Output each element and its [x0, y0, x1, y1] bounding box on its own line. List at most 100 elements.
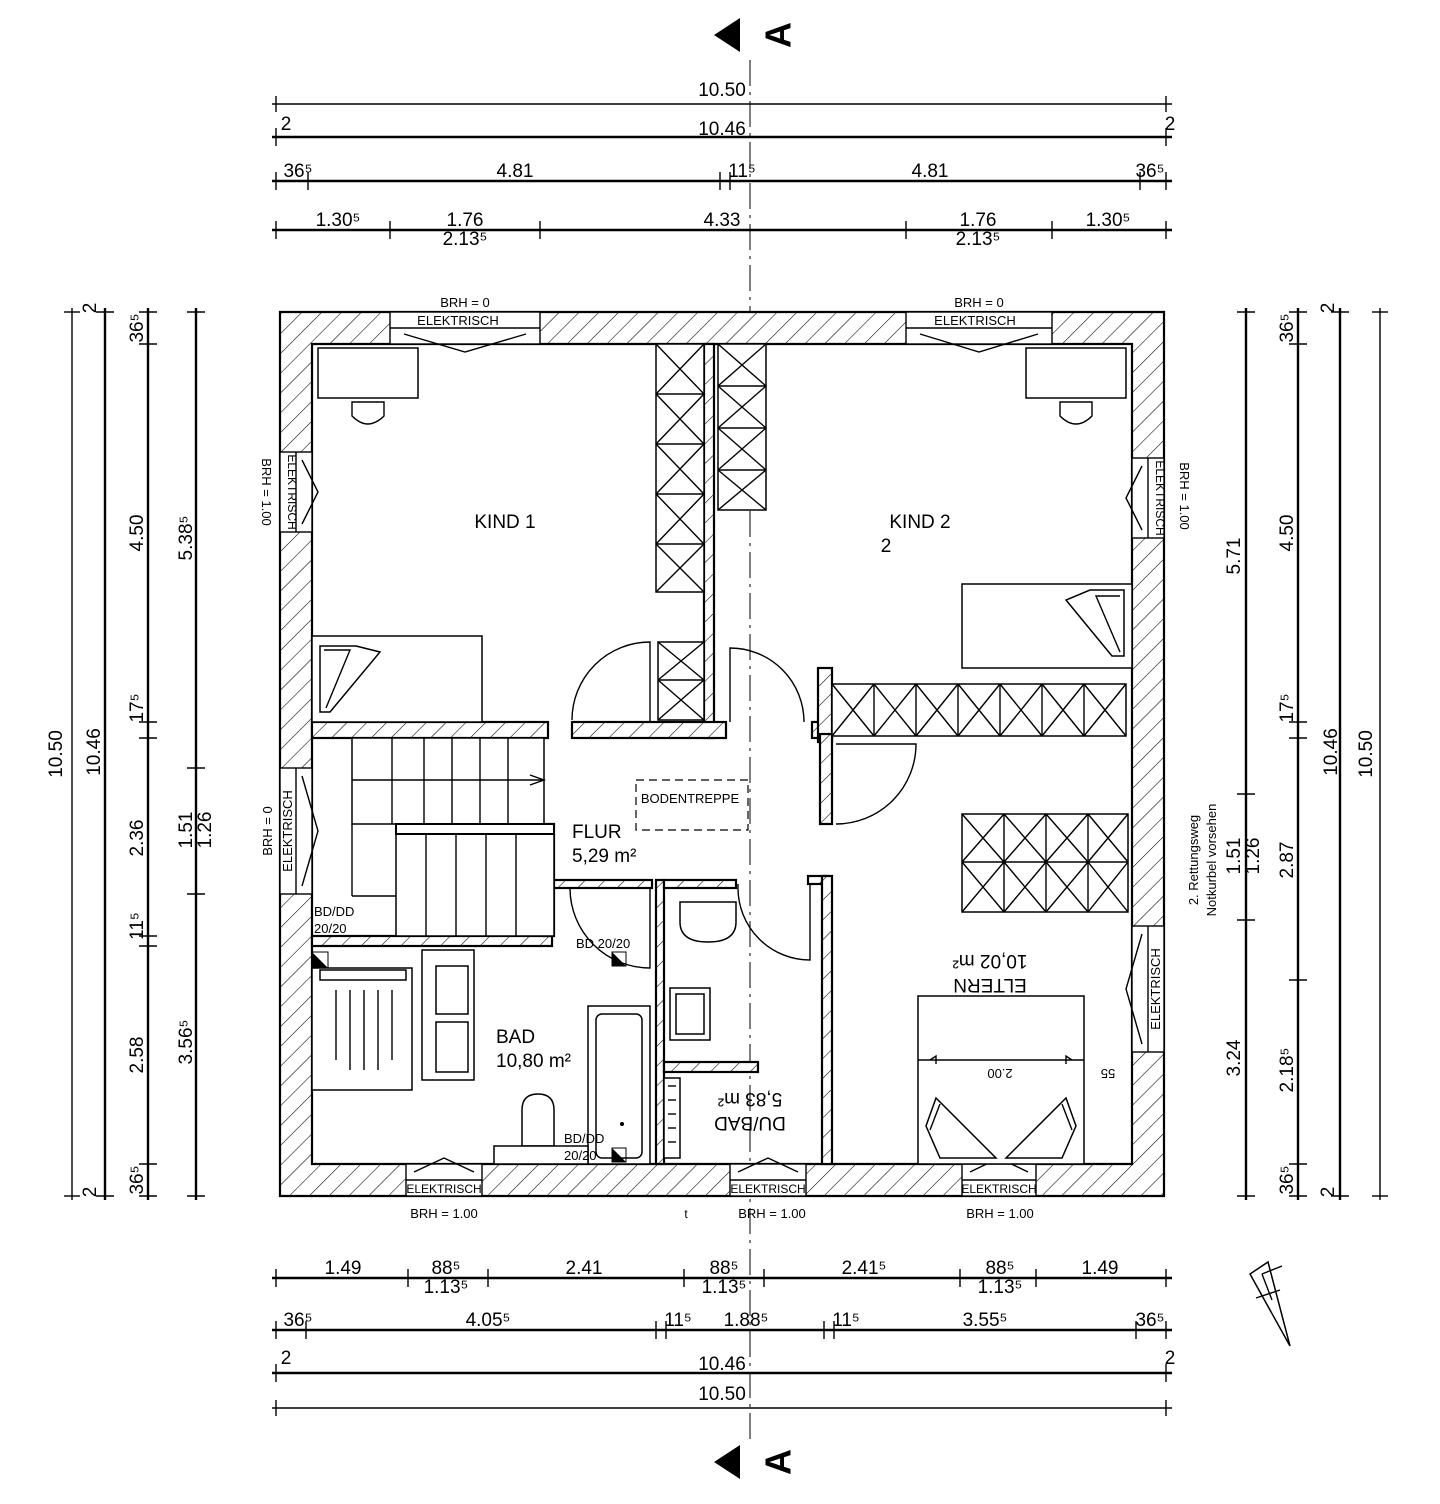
dimensions-top: 10.50 2 2 10.46 36⁵ 4.81 11⁵ 4.81 36⁵ 1.…	[272, 80, 1175, 250]
dim-label: 1.51	[1224, 838, 1245, 875]
dim-label: 1.13⁵	[424, 1277, 469, 1298]
window-type-label: ELEKTRISCH	[417, 313, 499, 328]
room-area: 5,83 m²	[718, 1088, 782, 1109]
dim-label: 4.81	[497, 161, 534, 182]
window-type-label: ELEKTRISCH	[730, 1182, 805, 1196]
room-area: 10,80 m²	[496, 1051, 571, 1072]
dim-label: 1.76	[960, 210, 997, 231]
dim-label: 2	[1318, 1187, 1339, 1198]
section-label: A	[758, 1449, 799, 1475]
door-kind-1[interactable]	[571, 641, 651, 722]
staircase	[351, 737, 555, 937]
dim-label: 17⁵	[1277, 693, 1298, 722]
dimensions-right: 5.71 1.51 1.26 3.24 36⁵ 4.50 17⁵ 2.87 2.…	[1224, 303, 1388, 1200]
section-label: A	[758, 22, 799, 48]
window-brh-label: BRH = 1.00	[966, 1206, 1034, 1221]
chair	[351, 401, 385, 425]
window-type-label: ELEKTRISCH	[934, 313, 1016, 328]
dim-label: 2	[281, 1348, 292, 1369]
dim-label: 2	[281, 114, 292, 135]
dim-label: 36⁵	[283, 161, 312, 182]
duct-size: 20/20	[564, 1148, 597, 1163]
dim-label: 2	[80, 303, 101, 314]
dim-label: 88⁵	[709, 1258, 738, 1279]
dim-label: 10.50	[698, 1384, 746, 1405]
section-marker-top: A	[714, 18, 799, 52]
bed-width-label: 2.00	[987, 1066, 1012, 1081]
dim-label: 1.51	[176, 812, 197, 849]
dim-label: 2.41	[566, 1258, 603, 1279]
dim-label: 2	[1318, 303, 1339, 314]
dim-label: 2	[80, 1187, 101, 1198]
window-right-upper: BRH = 1.00 ELEKTRISCH	[1125, 457, 1192, 539]
door-bad[interactable]	[569, 887, 651, 969]
escape-route-note: 2. Rettungsweg Notkurbel vorsehen	[1186, 804, 1219, 917]
dim-label: 1.30⁵	[316, 210, 361, 231]
north-arrow-icon	[1249, 1260, 1291, 1347]
dim-label: 10.50	[1356, 730, 1377, 778]
dim-label: 1.26	[1243, 838, 1264, 875]
dimensions-bottom: 1.49 88⁵ 1.13⁵ 2.41 88⁵ 1.13⁵ 2.41⁵ 88⁵ …	[272, 1258, 1175, 1416]
dim-label: 88⁵	[985, 1258, 1014, 1279]
window-brh-label: BRH = 1.00	[1177, 462, 1192, 530]
dim-label: 88⁵	[431, 1258, 460, 1279]
window-brh-label: BRH = 0	[954, 295, 1004, 310]
door-dubad[interactable]	[737, 884, 811, 961]
wardrobe-kind-1	[655, 343, 705, 721]
room-eltern: 10,02 m² ELTERN 2.00 55	[917, 813, 1129, 1165]
window-left-upper: BRH = 1.00 ELEKTRISCH	[259, 451, 319, 533]
dim-label: 5.38⁵	[176, 516, 197, 561]
wardrobe-kind-2	[717, 343, 767, 511]
dim-label: 2.87	[1277, 842, 1298, 879]
chair	[1059, 401, 1093, 425]
dim-label: 2	[1165, 1348, 1176, 1369]
dim-label: 10.46	[1321, 728, 1342, 776]
dim-label: 1.13⁵	[978, 1277, 1023, 1298]
section-marker-bottom: A	[714, 1445, 799, 1479]
duct-label: BD/DD	[314, 904, 354, 919]
room-bad: BD/DD 20/20 BD 20/20 BAD 10,80 m² BD/DD …	[311, 904, 651, 1165]
room-flur: BODENTREPPE FLUR 5,29 m²	[572, 779, 749, 867]
toilet	[679, 901, 737, 943]
window-left-lower: BRH = 0 ELEKTRISCH	[260, 767, 319, 895]
dim-label: 4.50	[127, 515, 148, 552]
window-brh-label: BRH = 1.00	[738, 1206, 806, 1221]
attic-ladder-label: BODENTREPPE	[641, 791, 740, 806]
window-bottom-left: ELEKTRISCH BRH = 1.00	[405, 1157, 483, 1221]
door-eltern[interactable]	[835, 743, 917, 825]
door-kind-2[interactable]	[729, 647, 805, 723]
dim-label: 2	[1165, 114, 1176, 135]
window-type-label: ELEKTRISCH	[961, 1182, 1036, 1196]
window-type-label: ELEKTRISCH	[406, 1182, 481, 1196]
shower	[663, 1077, 681, 1159]
dim-label: 11⁵	[127, 912, 148, 940]
dim-label: 1.88⁵	[724, 1310, 769, 1331]
dim-label: 10.46	[84, 728, 105, 776]
dim-label: 1.76	[447, 210, 484, 231]
duct-label: BD 20/20	[576, 936, 630, 951]
dim-label: 4.05⁵	[466, 1310, 511, 1331]
dim-label: 36⁵	[127, 1165, 148, 1194]
window-bottom-center: ELEKTRISCH BRH = 1.00 t	[684, 1157, 807, 1221]
desk	[317, 347, 419, 399]
dim-label: 2.36	[127, 820, 148, 857]
room-area-fragment: 2	[881, 536, 892, 557]
shower-tray	[311, 967, 413, 1091]
wardrobe-eltern	[831, 683, 1127, 737]
duct-label: BD/DD	[564, 1131, 604, 1146]
window-type-label: ELEKTRISCH	[285, 454, 299, 529]
window-top-left: BRH = 0 ELEKTRISCH	[389, 295, 541, 353]
room-kind-2: KIND 2 2	[881, 347, 1133, 669]
dim-label: 3.56⁵	[176, 1020, 197, 1065]
room-name: KIND 1	[474, 512, 535, 533]
window-brh-label: BRH = 0	[440, 295, 490, 310]
window-top-right: BRH = 0 ELEKTRISCH	[905, 295, 1053, 353]
dim-label: 1.49	[1082, 1258, 1119, 1279]
room-kind-1: KIND 1	[311, 347, 536, 723]
window-brh-label: BRH = 1.00	[259, 458, 274, 526]
dim-label: 1.49	[325, 1258, 362, 1279]
dim-label: 3.24	[1224, 1039, 1245, 1076]
window-brh-label: BRH = 1.00	[410, 1206, 478, 1221]
dim-label: 17⁵	[127, 693, 148, 722]
dim-label: 36⁵	[1135, 161, 1164, 182]
